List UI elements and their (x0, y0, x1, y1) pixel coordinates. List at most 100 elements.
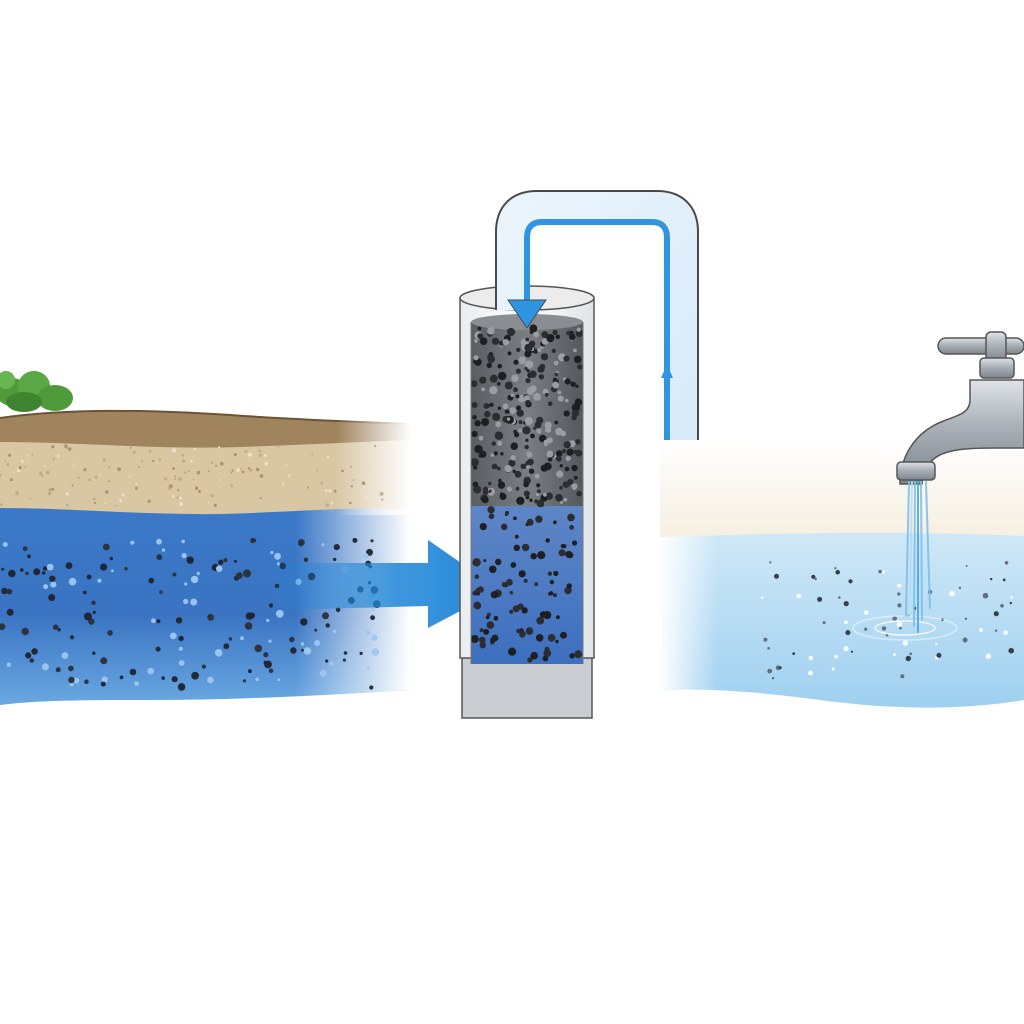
residual-particle (774, 573, 779, 579)
contaminant-particle (161, 676, 165, 680)
carbon-granule (553, 520, 557, 525)
sand-speck (77, 476, 81, 479)
carbon-granule (507, 486, 512, 492)
sand-speck (196, 470, 201, 475)
contaminant-particle (228, 637, 233, 641)
carbon-granule (561, 448, 567, 454)
sand-speck (15, 491, 20, 496)
carbon-granule (513, 359, 519, 365)
up-arrow-head (661, 364, 673, 378)
carbon-granule (502, 339, 510, 346)
carbon-granule (557, 395, 564, 402)
carbon-granule (541, 331, 549, 338)
sand-speck (243, 451, 246, 453)
contaminant-particle (84, 679, 89, 684)
sand-speck (152, 459, 155, 463)
carbon-granule (554, 372, 559, 377)
contaminant-particle (100, 563, 108, 571)
contaminant-particle (92, 610, 96, 615)
carbon-granule (472, 415, 477, 420)
carbon-granule (544, 442, 548, 447)
residual-particle (979, 627, 983, 632)
carbon-granule (525, 438, 529, 442)
residual-particle (863, 610, 869, 615)
carbon-granule (570, 381, 576, 387)
residual-particle (907, 614, 910, 617)
carbon-granule (491, 374, 498, 382)
contaminant-particle (100, 657, 108, 665)
sand-speck (379, 492, 384, 496)
carbon-granule (535, 492, 540, 497)
contaminant-particle (274, 552, 281, 560)
contaminant-particle (91, 600, 96, 605)
carbon-granule (569, 333, 576, 341)
contaminant-particle (130, 540, 135, 545)
carbon-granule (525, 460, 530, 466)
water-stream (905, 481, 931, 633)
carbon-granule (528, 468, 535, 474)
carbon-granule (551, 348, 556, 353)
sand-speck (240, 468, 242, 470)
contaminant-particle (298, 539, 305, 546)
sand-speck (172, 467, 176, 470)
carbon-granule (563, 497, 568, 502)
contaminant-particle (20, 568, 24, 572)
background-band (660, 440, 1024, 540)
filter-water (471, 506, 583, 664)
carbon-granule (557, 390, 562, 395)
carbon-granule (556, 456, 562, 462)
sand-speck (378, 476, 380, 478)
sand-speck (174, 478, 176, 480)
residual-particle (958, 586, 962, 590)
sand-speck (217, 446, 221, 449)
carbon-granule (510, 442, 518, 451)
carbon-granule (479, 376, 487, 384)
contaminant-particle (46, 563, 54, 571)
carbon-granule (566, 583, 572, 589)
sand-speck (108, 480, 111, 483)
contaminant-particle (363, 553, 369, 559)
carbon-granule (513, 429, 517, 434)
residual-particle (796, 593, 802, 599)
carbon-granule (488, 481, 492, 486)
carbon-granule (575, 439, 581, 445)
carbon-granule (497, 382, 501, 386)
sand-speck (147, 499, 151, 503)
sand-speck (230, 484, 234, 488)
sand-speck (122, 493, 125, 497)
carbon-granule (491, 634, 499, 642)
sand-speck (231, 469, 234, 472)
residual-particle (769, 561, 772, 564)
carbon-granule (525, 360, 534, 369)
contaminant-particle (57, 628, 61, 632)
sand-specks (0, 444, 384, 507)
carbon-granule (564, 398, 569, 403)
carbon-granule (473, 465, 478, 470)
sand-speck (18, 465, 22, 469)
sand-speck (210, 494, 214, 498)
carbon-granule (526, 387, 535, 395)
carbon-granule (513, 516, 517, 521)
sand-speck (39, 471, 43, 475)
carbon-granule (525, 337, 530, 342)
carbon-granule (546, 334, 555, 343)
contaminant-particle (371, 607, 375, 611)
sand-speck (181, 454, 185, 457)
carbon-granule (555, 615, 560, 620)
contaminant-particle (69, 682, 74, 687)
contaminant-particle (147, 667, 154, 675)
carbon-granule (479, 628, 484, 633)
carbon-granule (474, 444, 483, 454)
contaminant-particle (5, 589, 10, 593)
contaminant-particle (42, 571, 46, 575)
contaminant-particle (97, 578, 102, 583)
carbon-granule (497, 406, 502, 410)
sand-speck (233, 453, 237, 457)
contaminant-particle (247, 669, 252, 674)
carbon-granule (555, 493, 563, 502)
contaminant-particle (243, 569, 251, 578)
residual-particle (993, 611, 999, 617)
carbon-granule (555, 427, 563, 436)
contaminant-particle (102, 543, 110, 551)
